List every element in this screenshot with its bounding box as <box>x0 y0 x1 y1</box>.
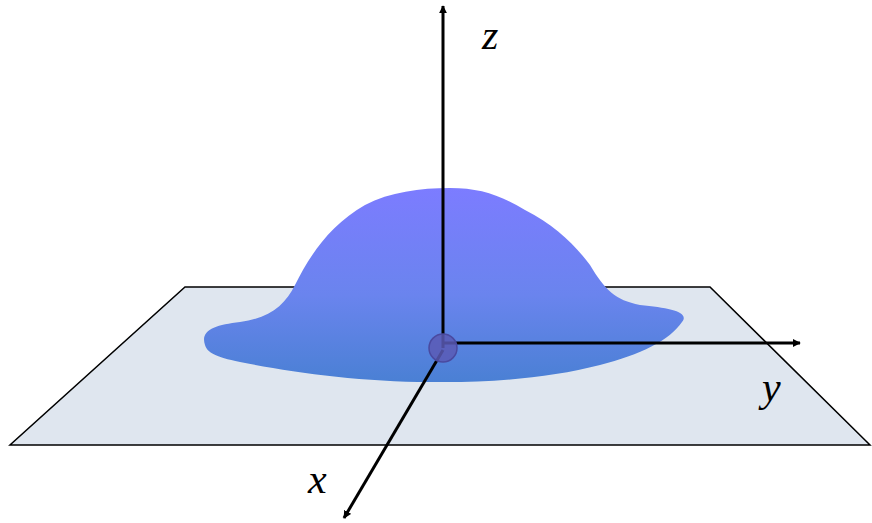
axis-label: x <box>308 458 327 500</box>
axis-label: z <box>482 14 498 56</box>
axis-label: y <box>762 366 781 408</box>
x-axis <box>344 350 443 518</box>
z-axis <box>442 6 445 348</box>
y-axis <box>443 342 800 345</box>
origin-dot <box>429 334 457 362</box>
